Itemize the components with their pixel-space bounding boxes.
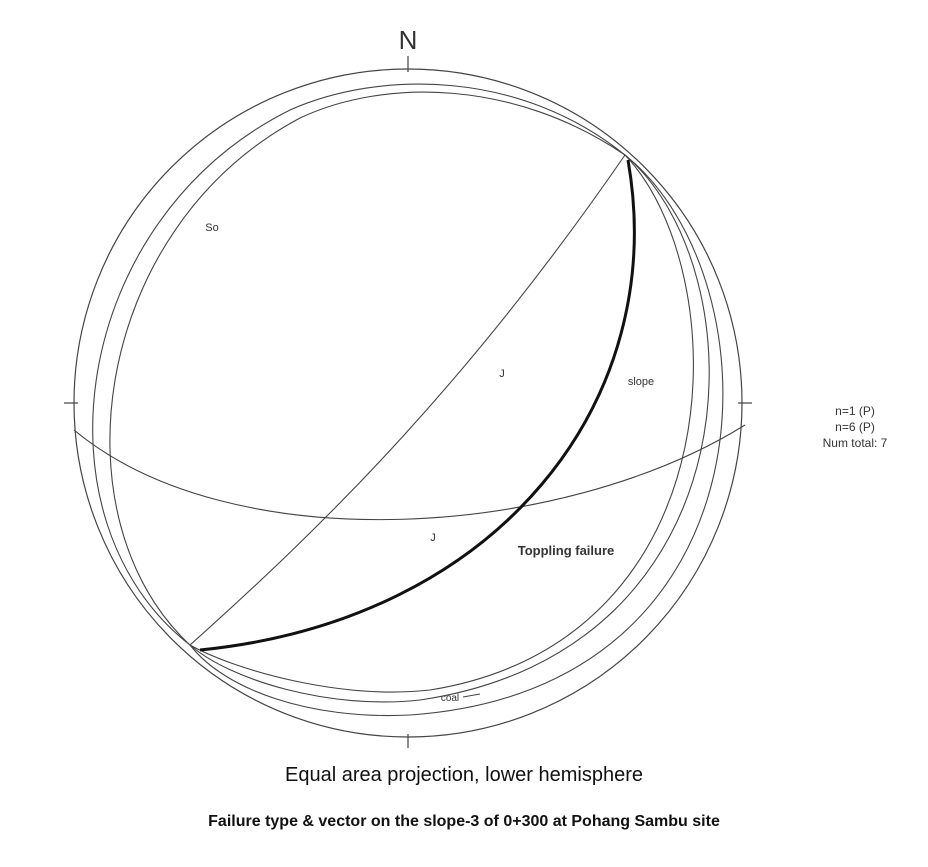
- slope-label: slope: [628, 376, 654, 388]
- legend-item: n=1 (P): [835, 404, 875, 418]
- j-lower-label: J: [430, 532, 436, 544]
- figure-caption: Failure type & vector on the slope-3 of …: [208, 813, 720, 830]
- toppling-failure-label: Toppling failure: [518, 543, 615, 558]
- net-frame: [64, 56, 752, 748]
- coal-leader: [462, 693, 481, 698]
- coal-label: coal: [441, 693, 459, 704]
- j-upper-label: J: [499, 368, 505, 380]
- slope-great-circle: [189, 154, 710, 703]
- great-circles: [73, 83, 746, 717]
- j-shallow-great-circle: [73, 424, 746, 521]
- extra-great-circle: [189, 154, 694, 693]
- j-steep-great-circle: [189, 154, 626, 646]
- so-great-circle-inner: [109, 91, 626, 646]
- toppling-failure-great-circle: [199, 159, 636, 652]
- primitive-circle: [73, 68, 743, 738]
- legend: n=1 (P) n=6 (P) Num total: 7: [800, 403, 910, 451]
- so-great-circle: [92, 83, 626, 646]
- so-label: So: [205, 222, 218, 234]
- legend-item: n=6 (P): [835, 420, 875, 434]
- legend-item: Num total: 7: [822, 436, 888, 450]
- coal-great-circle: [189, 154, 724, 717]
- north-label: N: [399, 25, 418, 55]
- projection-caption: Equal area projection, lower hemisphere: [285, 764, 643, 786]
